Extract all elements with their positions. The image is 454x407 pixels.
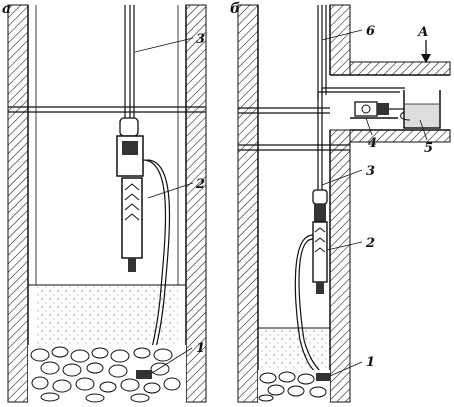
- well-wall-right-upper-b: [329, 4, 351, 76]
- panel-label-a: а: [2, 1, 11, 17]
- gravel-bed-a: [28, 345, 186, 403]
- direction-arrow-icon: [421, 54, 431, 63]
- branch-floor-b: [349, 129, 451, 143]
- callout-a-1: 1: [196, 341, 205, 356]
- callout-b-2: 2: [365, 236, 375, 251]
- branch-roof-b: [349, 61, 451, 76]
- panel-label-b: б: [230, 1, 240, 17]
- pump-head-b: [314, 204, 326, 222]
- pump-inlet-a: [128, 258, 136, 272]
- tank-water-b: [405, 104, 439, 127]
- well-wall-left-a: [7, 4, 29, 403]
- callout-a-3: 3: [196, 32, 205, 47]
- coupling-a: [119, 117, 139, 137]
- pump-head-a: [116, 135, 144, 177]
- panel-a: а 3 2 1: [2, 1, 207, 403]
- direction-label: А: [417, 25, 429, 40]
- callout-a-2: 2: [195, 177, 205, 192]
- well-wall-left-b: [237, 4, 259, 403]
- water-zone-a: [36, 285, 178, 345]
- callout-b-4: 4: [368, 136, 377, 151]
- surface-pump-b: [354, 101, 378, 117]
- callout-b-6: 6: [366, 24, 375, 39]
- pump-inlet-b: [316, 282, 324, 294]
- callout-b-1: 1: [366, 355, 375, 370]
- hose-b: [294, 234, 319, 377]
- callout-b-5: 5: [424, 141, 433, 156]
- pump-head-detail-a: [122, 141, 138, 155]
- intake-filter-a: [136, 370, 152, 379]
- surface-motor-b: [377, 103, 389, 115]
- well-wall-right-lower-b: [329, 129, 351, 403]
- coupling-b: [312, 189, 328, 205]
- water-zone-b: [258, 328, 330, 370]
- intake-filter-b: [316, 373, 330, 381]
- callout-b-3: 3: [366, 164, 375, 179]
- panel-b: б А 6 4 5 3 2 1: [230, 1, 451, 403]
